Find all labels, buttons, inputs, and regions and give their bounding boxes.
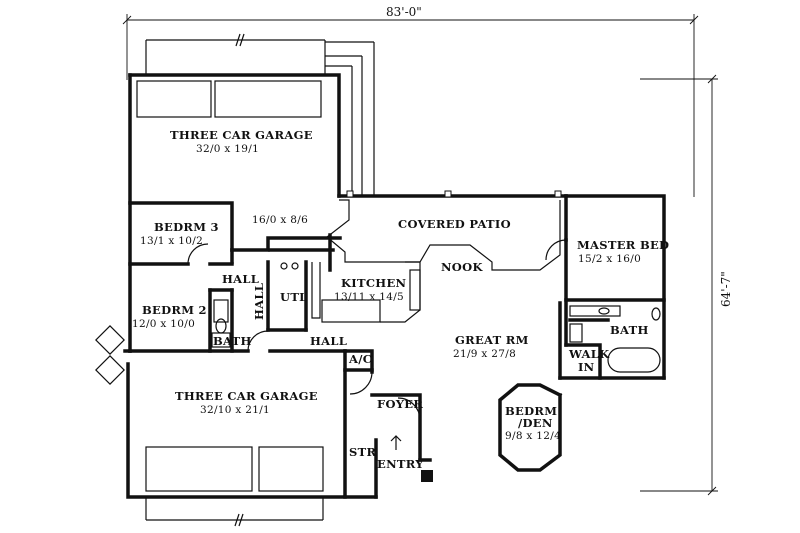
ac-label: A/C [348,352,372,366]
walk-in-label-2: IN [578,360,595,374]
kitchen-name: KITCHEN [341,276,407,290]
hall-a-label: HALL [222,272,259,286]
doors [187,239,567,421]
bedrm-den-name-2: /DEN [518,416,553,430]
entry-column [421,470,433,482]
storage-top-size: 16/0 x 8/6 [252,214,308,226]
room-labels: THREE CAR GARAGE 32/0 x 19/1 16/0 x 8/6 … [132,128,669,471]
dimension-lines [122,14,718,496]
garage-bottom-name: THREE CAR GARAGE [175,389,318,403]
master-bath-label: BATH [610,323,649,337]
bath2-label: BATH [213,334,252,348]
entry-arrow [390,435,402,450]
garage-jambs [95,325,125,385]
lower-garage-doors [145,446,324,527]
hall-b-label: HALL [310,334,347,348]
hall-vertical-label: HALL [252,283,266,320]
garage-top-size: 32/0 x 19/1 [196,143,259,155]
bedrm3-name: BEDRM 3 [154,220,219,234]
garage-top-name: THREE CAR GARAGE [170,128,313,142]
overall-depth-label: 64'-7" [719,271,733,307]
walk-in-label-1: WALK [568,347,610,361]
kitchen-fixtures [311,261,421,323]
garage-bottom-size: 32/10 x 21/1 [200,404,270,416]
nook-label: NOOK [441,260,483,274]
bedrm2-name: BEDRM 2 [142,303,207,317]
interior-walls [128,194,666,499]
den-bay [498,383,563,472]
upper-driveway [136,33,375,196]
covered-patio-label: COVERED PATIO [398,217,511,231]
great-rm-name: GREAT RM [455,333,529,347]
master-bed-size: 15/2 x 16/0 [578,253,641,265]
str-label: STR [349,445,376,459]
utl-label: UTL [280,290,308,304]
bedrm3-size: 13/1 x 10/2 [140,235,203,247]
bath-fixtures [211,262,661,373]
patio-outline [326,190,562,271]
foyer-label: FOYER [377,397,423,411]
bedrm-den-size: 9/8 x 12/4 [505,430,561,442]
bedrm-den-name-1: BEDRM [505,404,557,418]
overall-width-label: 83'-0" [386,5,422,19]
master-bed-name: MASTER BED [577,238,669,252]
entry-label: ENTRY [377,457,424,471]
kitchen-size: 13/11 x 14/5 [334,291,404,303]
great-rm-size: 21/9 x 27/8 [453,348,516,360]
exterior-walls [123,73,666,499]
bedrm2-size: 12/0 x 10/0 [132,318,195,330]
